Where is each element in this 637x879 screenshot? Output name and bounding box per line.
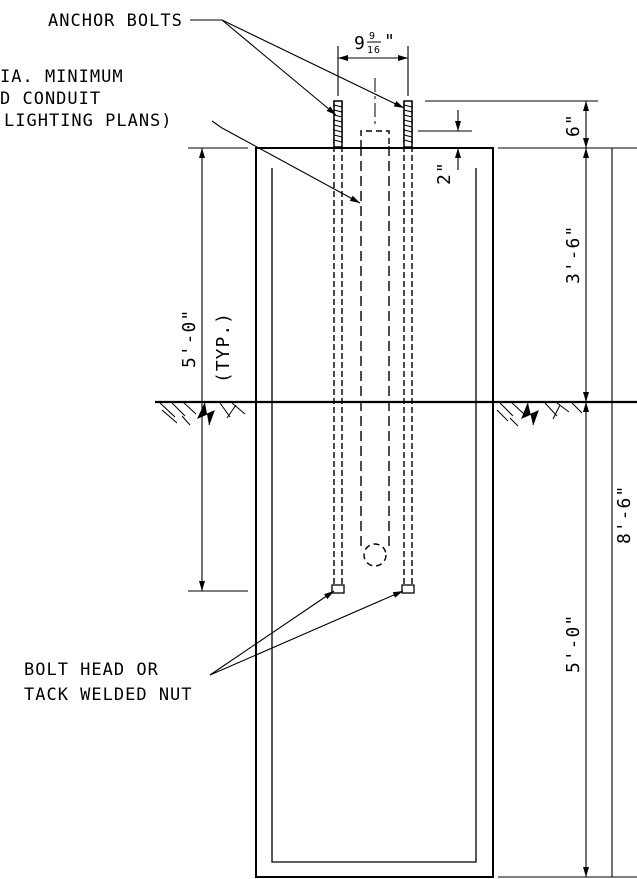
bolt-head-label-line2: TACK WELDED NUT: [24, 685, 193, 705]
conduit-label-line1: IA. MINIMUM: [0, 67, 124, 87]
bolt-length-note: (TYP.): [213, 312, 234, 383]
anchor-bolts-label: ANCHOR BOLTS: [48, 11, 183, 31]
earth-hatch-left: [159, 402, 246, 426]
foundation-outline: [255, 147, 494, 878]
projection-dim-text: 6": [563, 113, 584, 137]
reinforcement-line: [271, 168, 477, 863]
bolt-length-dimension: [188, 147, 248, 592]
bolt-length-dim-text: 5'-0": [179, 309, 200, 368]
bolt-spacing-dimension: [337, 46, 409, 96]
conduit-label-line3: LIGHTING PLANS): [4, 111, 173, 131]
below-grade-dim-text: 5'-0": [563, 614, 584, 673]
conduit-projection-dim-text: 2": [434, 161, 455, 185]
depth-dimensions: [498, 148, 637, 878]
bolt-spacing-numerator: 9: [369, 31, 376, 42]
leader-lines: [190, 19, 405, 676]
bolt-spacing-denominator: 16: [367, 45, 381, 56]
above-grade-dim-text: 3'-6": [563, 225, 584, 284]
anchor-bolt-left: [331, 100, 345, 594]
earth-hatch-right: [496, 402, 583, 427]
bolt-head-label-line1: BOLT HEAD OR: [24, 660, 159, 680]
conduit: [360, 130, 390, 567]
anchor-bolt-right: [401, 100, 415, 594]
projection-dimensions: [418, 100, 637, 170]
conduit-label-line2: D CONDUIT: [0, 89, 101, 109]
bolt-spacing-whole: 9: [354, 33, 366, 54]
bolt-spacing-unit: ": [384, 31, 396, 52]
total-depth-dim-text: 8'-6": [614, 485, 635, 544]
